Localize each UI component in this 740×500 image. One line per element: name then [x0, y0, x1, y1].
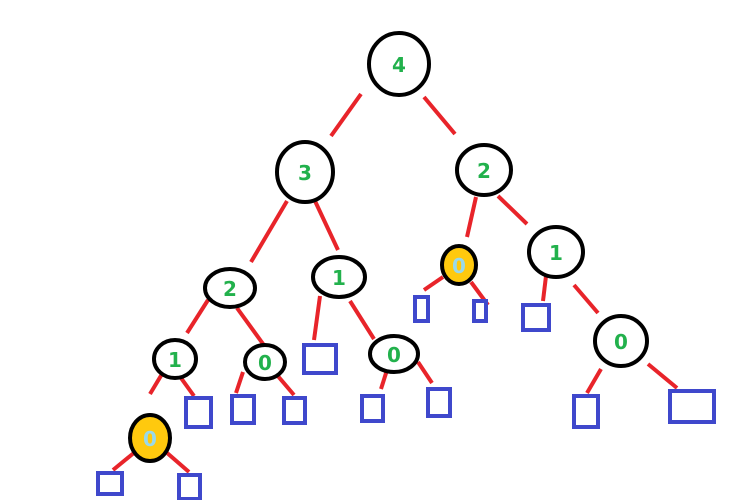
node-label: 0	[258, 351, 272, 375]
node-circle	[128, 413, 172, 463]
tree-edge	[313, 200, 340, 251]
node-circle	[527, 225, 585, 279]
node-circle	[455, 143, 513, 197]
tree-node: 0	[368, 334, 420, 374]
tree-node: 2	[455, 143, 513, 197]
node-circle	[593, 314, 649, 368]
leaf-box	[302, 343, 338, 375]
node-label: 2	[477, 159, 491, 183]
node-circle	[275, 140, 335, 204]
tree-edge	[249, 199, 289, 264]
tree-edge	[111, 450, 137, 472]
tree-edge	[164, 450, 191, 474]
node-circle	[203, 267, 257, 309]
node-label: 1	[168, 348, 182, 372]
node-circle	[367, 31, 431, 97]
node-circle	[311, 255, 367, 299]
tree-node: 1	[152, 338, 198, 380]
tree-node: 2	[203, 267, 257, 309]
tree-edge	[646, 362, 679, 390]
tree-edge	[379, 369, 389, 390]
tree-node: 0	[243, 343, 287, 381]
node-label: 3	[298, 161, 312, 185]
tree-node: 3	[275, 140, 335, 204]
tree-edge	[275, 373, 296, 397]
tree-edge	[585, 367, 603, 395]
leaf-box	[426, 387, 452, 418]
leaf-box	[230, 394, 256, 425]
tree-edge	[572, 283, 600, 315]
tree-edge	[465, 196, 478, 238]
tree-edge	[185, 298, 210, 335]
node-circle	[243, 343, 287, 381]
tree-edge	[496, 194, 529, 226]
leaf-box	[96, 471, 124, 496]
tree-edge	[234, 371, 245, 394]
node-label: 1	[332, 266, 346, 290]
node-label: 2	[223, 277, 237, 301]
node-label: 1	[549, 241, 563, 265]
tree-edge	[348, 299, 376, 341]
node-label: 0	[614, 330, 628, 354]
tree-node-highlighted: 0	[440, 244, 478, 286]
tree-node: 1	[527, 225, 585, 279]
tree-edge	[416, 360, 434, 385]
tree-edge	[312, 295, 322, 341]
tree-edge	[541, 275, 548, 302]
leaf-box	[282, 396, 307, 425]
leaf-box	[572, 394, 600, 429]
tree-node: 4	[367, 31, 431, 97]
tree-edge	[422, 95, 457, 136]
node-label: 0	[452, 254, 466, 278]
tree-edge	[422, 275, 445, 292]
leaf-box	[472, 299, 488, 323]
leaf-box	[360, 394, 385, 423]
tree-node: 1	[311, 255, 367, 299]
tree-node-highlighted: 0	[128, 413, 172, 463]
tree-nodes: 4 3 2 2 1 0 1 1 0 0 0 0	[128, 31, 649, 463]
tree-edge	[235, 306, 268, 350]
node-circle	[152, 338, 198, 380]
leaf-box	[668, 389, 716, 424]
node-circle	[440, 244, 478, 286]
tree-edge	[179, 376, 196, 398]
node-circle	[368, 334, 420, 374]
node-label: 0	[143, 427, 157, 451]
tree-edges	[111, 92, 679, 474]
tree-edge	[148, 372, 164, 396]
leaf-box	[413, 295, 430, 323]
leaf-box	[184, 396, 213, 429]
node-label: 0	[387, 343, 401, 367]
leaf-box	[521, 303, 551, 332]
tree-edge	[329, 92, 363, 138]
leaf-box	[177, 473, 202, 500]
tree-node: 0	[593, 314, 649, 368]
node-label: 4	[392, 53, 406, 77]
leaf-boxes	[96, 295, 716, 500]
